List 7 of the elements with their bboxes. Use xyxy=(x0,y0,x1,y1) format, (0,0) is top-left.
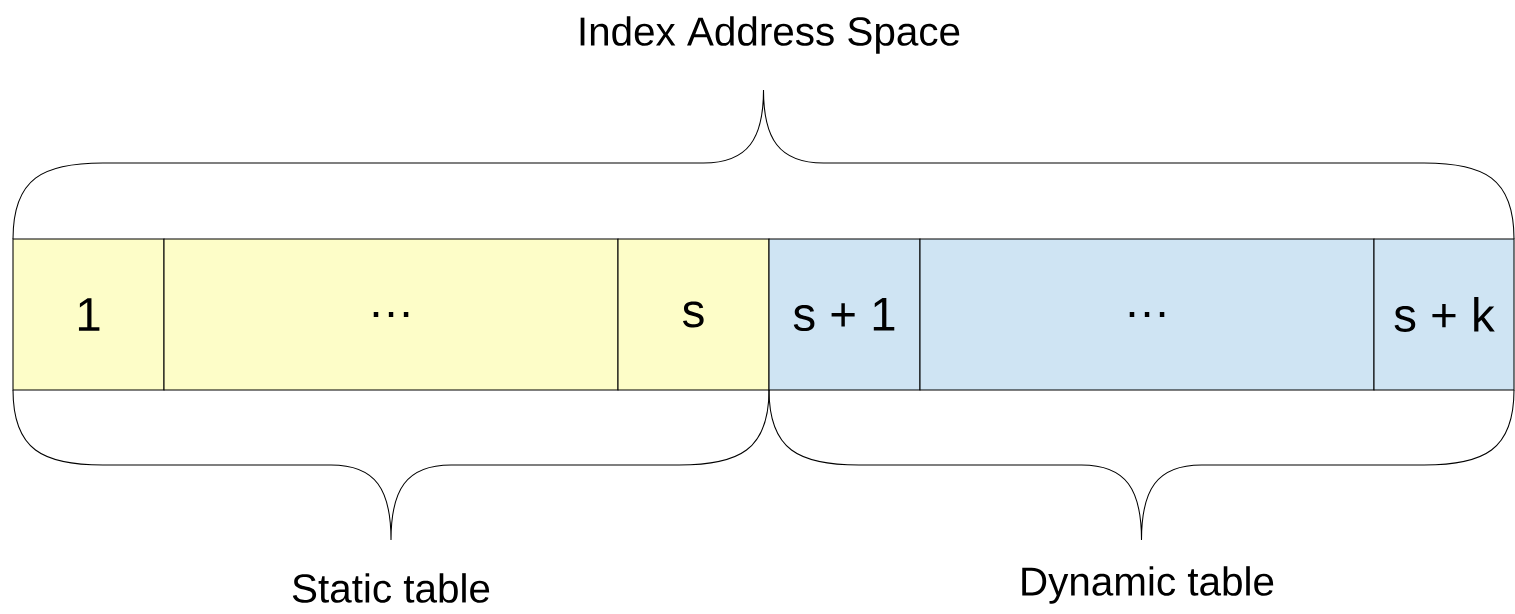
table-cell: s + k xyxy=(1373,238,1515,391)
brace-label: Index Address Space xyxy=(580,16,960,54)
table-cell: s xyxy=(617,238,770,391)
table-cell: s + 1 xyxy=(768,238,921,391)
table-cell: 1 xyxy=(12,238,165,391)
brace-label: Dynamic table xyxy=(1022,566,1274,604)
brace-label: Static table xyxy=(292,573,490,603)
